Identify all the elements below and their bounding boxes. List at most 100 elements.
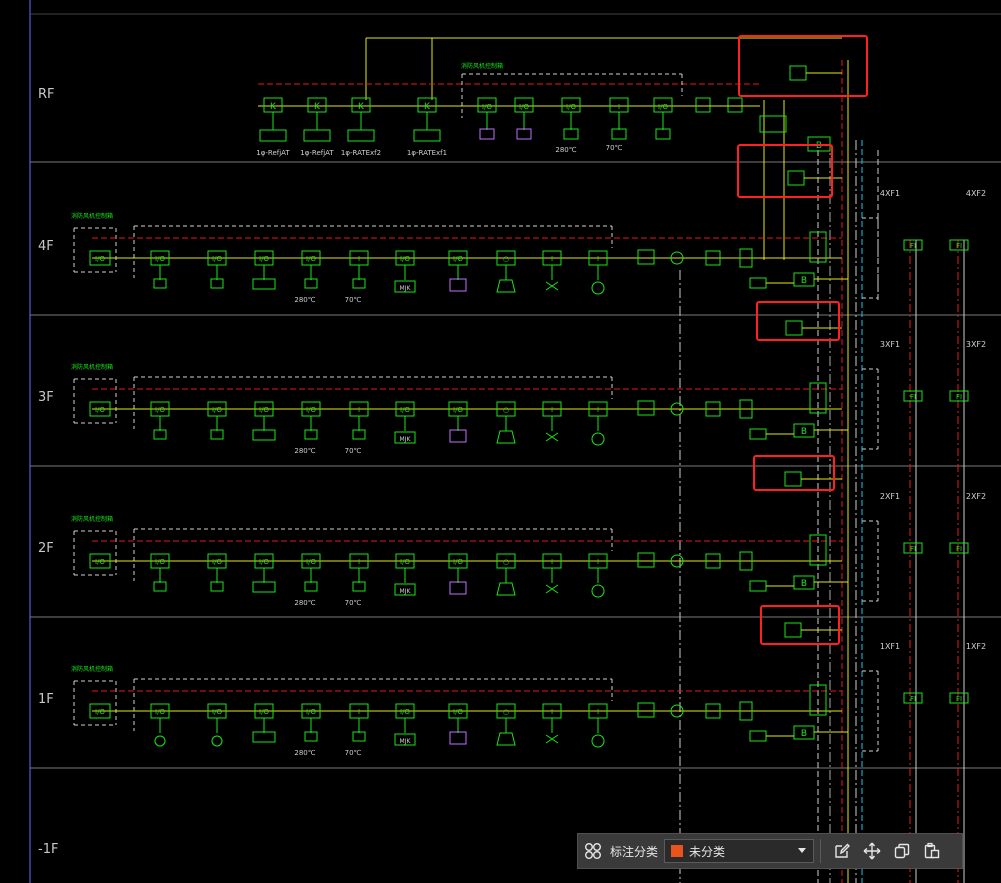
rf-io-sub <box>655 128 671 140</box>
rf-k-label: 1φ-RefjAT <box>256 149 290 157</box>
row-reg <box>705 401 721 417</box>
row-alarm <box>749 580 767 592</box>
row-io-text: I/O <box>95 255 105 263</box>
row-temp-label: 70℃ <box>345 599 362 607</box>
row-note: 消防风机控制箱 <box>71 515 113 523</box>
row-module-text: I <box>597 558 599 566</box>
row-damper <box>252 429 276 441</box>
row-alarm <box>749 277 767 289</box>
annotation-toolbar: 标注分类 未分类 <box>577 833 963 869</box>
row-sensor-box <box>153 278 167 289</box>
row-module-text: I <box>358 406 360 414</box>
row-module-text: I/O <box>306 558 316 566</box>
category-selected-value: 未分类 <box>689 844 726 859</box>
row-module-text: I/O <box>259 708 269 716</box>
row-module-text: I/O <box>155 558 165 566</box>
row-b-letter: B <box>801 427 807 437</box>
row-module-text: I/O <box>453 558 463 566</box>
row-module-text: ○ <box>503 558 509 566</box>
category-dropdown[interactable]: 未分类 <box>664 839 815 863</box>
row-fi-text: FI <box>956 242 962 250</box>
selection-highlight-box <box>760 605 840 645</box>
row-filter <box>637 702 655 718</box>
rf-main-panel <box>759 115 787 133</box>
row-module-text: I <box>551 255 553 263</box>
row-control-panel <box>809 684 827 716</box>
rf-reg <box>727 97 743 113</box>
row-panel-label: 1XF2 <box>966 642 986 651</box>
selection-highlight-box <box>753 455 835 491</box>
row-control-panel <box>809 382 827 414</box>
row-sensor-box <box>352 581 366 592</box>
row-damper <box>252 278 276 290</box>
row-panel-label: 1XF1 <box>880 642 900 651</box>
row-sensor-box <box>153 581 167 592</box>
row-module-text: I/O <box>400 255 410 263</box>
rf-k-sub <box>303 129 331 142</box>
between-floor-bell <box>784 622 802 638</box>
rf-k-label: 1φ-RefjAT <box>300 149 334 157</box>
move-icon[interactable] <box>857 836 887 866</box>
row-module-text: I/O <box>212 708 222 716</box>
row-temp-label: 70℃ <box>345 447 362 455</box>
selection-highlight-box <box>738 35 868 97</box>
category-color-swatch <box>671 845 684 857</box>
rf-k-letter: K <box>270 102 277 112</box>
row-temp-label: 280℃ <box>294 447 315 455</box>
row-fi-box <box>903 692 923 704</box>
rf-io-sub <box>563 128 579 140</box>
row-meter <box>670 554 684 568</box>
row-smoke-sensor <box>449 278 467 292</box>
row-heater <box>739 551 753 571</box>
row-io-text: I/O <box>95 708 105 716</box>
row-mjk-box <box>394 280 416 293</box>
row-sensor-box <box>304 731 318 742</box>
row-reg <box>705 703 721 719</box>
floor-label-4f: 4F <box>38 239 54 254</box>
row-module-text: I/O <box>212 558 222 566</box>
rf-k-letter: K <box>424 102 431 112</box>
row-module-text: I/O <box>155 406 165 414</box>
row-mjk-label: MJK <box>400 436 412 443</box>
row-sensor-box <box>210 581 224 592</box>
row-reg <box>705 250 721 266</box>
paste-icon[interactable] <box>917 836 947 866</box>
row-fan-symbol <box>496 430 516 444</box>
rf-k-label: 1φ-RATExf2 <box>341 149 381 157</box>
row-valve-symbol <box>545 734 559 744</box>
row-level-symbol <box>591 281 605 295</box>
row-module-text: I <box>597 406 599 414</box>
floor-label-3f: 3F <box>38 390 54 405</box>
row-b-letter: B <box>801 579 807 589</box>
rf-alarm-bell <box>789 65 807 81</box>
row-panel-label: 4XF2 <box>966 189 986 198</box>
rf-k-sub <box>413 129 441 142</box>
rf-k-letter: K <box>314 102 321 112</box>
row-io-box <box>89 703 111 719</box>
row-io-box <box>89 553 111 569</box>
row-mjk-box <box>394 733 416 746</box>
row-alarm <box>749 428 767 440</box>
category-label: 标注分类 <box>610 844 659 859</box>
row-module-text: I/O <box>453 708 463 716</box>
rf-temp-label: 70℃ <box>606 144 623 152</box>
row-panel-label: 4XF1 <box>880 189 900 198</box>
row-fire-device <box>211 735 223 747</box>
row-panel-label: 3XF1 <box>880 340 900 349</box>
row-fi-text: FI <box>956 393 962 401</box>
row-mjk-label: MJK <box>400 588 412 595</box>
row-fi-box <box>949 239 969 251</box>
between-floor-bell <box>785 320 803 336</box>
row-io-box <box>89 401 111 417</box>
edit-icon[interactable] <box>827 836 857 866</box>
rf-io-text: I <box>618 103 620 111</box>
row-module-text: I/O <box>400 708 410 716</box>
row-module-text: I/O <box>155 255 165 263</box>
grid-apps-icon[interactable] <box>578 836 608 866</box>
row-module-text: I/O <box>453 406 463 414</box>
row-module-text: I <box>358 708 360 716</box>
chevron-down-icon <box>798 848 807 853</box>
copy-icon[interactable] <box>887 836 917 866</box>
row-heater <box>739 248 753 268</box>
